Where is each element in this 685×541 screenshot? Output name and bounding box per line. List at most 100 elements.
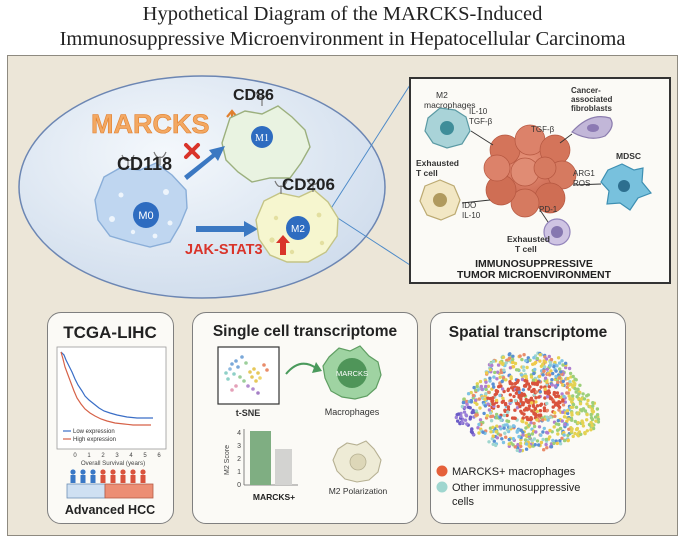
spatial-spot (529, 375, 534, 379)
spatial-spot (550, 383, 554, 387)
spatial-spot (551, 371, 555, 376)
spatial-spot (486, 402, 490, 406)
jak-stat3-up-arrow (276, 235, 290, 255)
spatial-spot (515, 402, 519, 406)
exhausted-left-label-2: T cell (416, 168, 438, 178)
y-tick-4: 4 (237, 430, 241, 437)
tsne-label: t-SNE (236, 408, 261, 418)
spatial-spot (558, 439, 562, 443)
spatial-spot (492, 385, 496, 389)
spatial-spot (549, 369, 553, 373)
other-bar (275, 449, 292, 485)
km-plot-frame (56, 346, 167, 450)
m1-nucleus (251, 126, 273, 148)
spatial-spot (527, 404, 532, 408)
spatial-spot (545, 430, 549, 435)
caf-tgfb-label: TGF-β (531, 125, 555, 134)
legend-other-label-2: cells (452, 496, 475, 508)
m0-label: M0 (138, 210, 153, 222)
arg1-label: ARG1 (573, 169, 595, 178)
spatial-spot (521, 403, 525, 407)
spatial-spot (520, 377, 525, 382)
spatial-spot (484, 384, 488, 389)
spatial-spot (495, 377, 499, 381)
spatial-spot (567, 388, 572, 392)
spatial-spot (505, 358, 509, 362)
spatial-spot (542, 369, 546, 373)
spatial-spot (581, 424, 586, 428)
spatial-spot (562, 433, 566, 437)
spatial-spot (519, 428, 523, 432)
spatial-spot (469, 430, 474, 434)
spatial-spot (571, 394, 575, 398)
spatial-spot (524, 399, 529, 403)
spatial-spot (555, 428, 560, 432)
spatial-spot (556, 394, 561, 398)
spatial-spot (543, 396, 547, 400)
spatial-spot (535, 418, 539, 422)
m2-nucleus (286, 216, 310, 240)
spatial-spot (509, 398, 513, 403)
spatial-spot (562, 415, 567, 419)
spatial-spot (494, 398, 499, 403)
spatial-spot (577, 392, 581, 396)
km-x-tick-5: 5 (143, 453, 147, 459)
spatial-spot (514, 391, 519, 395)
exhausted-bottom-label-1: Exhausted (507, 234, 550, 244)
spatial-spot (545, 395, 550, 399)
spatial-spot (491, 382, 495, 386)
spatial-spot (488, 379, 492, 383)
spatial-spot (496, 363, 501, 367)
spatial-spot (542, 365, 547, 369)
spatial-spot (463, 405, 467, 410)
spatial-spot (548, 415, 553, 419)
spatial-spot (565, 409, 570, 413)
spatial-spot (488, 368, 493, 372)
spatial-spot (477, 422, 481, 427)
spatial-spot (503, 423, 507, 427)
spatial-spot (521, 365, 526, 369)
spatial-spot (468, 415, 473, 419)
spatial-spot (518, 404, 522, 409)
spatial-spot (595, 413, 600, 417)
spatial-spot (486, 390, 491, 394)
spatial-spot (585, 418, 589, 422)
spatial-spot (504, 361, 508, 365)
marcks-label: MARCKS (91, 109, 210, 139)
spatial-spot (478, 418, 483, 422)
spatial-spot (474, 388, 478, 392)
spatial-spot (549, 357, 554, 362)
spatial-spot (539, 385, 543, 389)
spatial-spot (525, 415, 529, 420)
spatial-spot (462, 397, 466, 401)
spatial-spot (596, 417, 601, 421)
spatial-spot (555, 441, 559, 446)
high-group-bar (104, 483, 154, 499)
marcks-plus-bar-label: MARCKS+ (253, 492, 295, 502)
spatial-spot (464, 414, 469, 418)
spatial-spot (527, 423, 531, 427)
blocked-x-icon (184, 143, 200, 159)
spatial-spot (560, 436, 564, 440)
spatial-spot (536, 380, 540, 384)
spatial-spot (500, 387, 505, 391)
spatial-spot (504, 378, 508, 382)
tsne-frame (217, 346, 280, 405)
legend-marcks-label: MARCKS+ macrophages (452, 466, 576, 478)
spatial-spot (495, 424, 499, 428)
spatial-spot (485, 371, 489, 375)
spatial-spot (590, 408, 594, 413)
spatial-spot (492, 375, 496, 379)
spatial-spot (553, 384, 557, 388)
spatial-spot (518, 354, 522, 358)
spatial-spot (471, 408, 475, 413)
spatial-spot (537, 395, 541, 399)
caf-label-2: associated (571, 95, 612, 104)
spatial-spot (498, 393, 502, 398)
spatial-spot (511, 424, 516, 428)
spatial-spot (499, 370, 504, 375)
spatial-spot (589, 412, 593, 417)
spatial-spot (551, 405, 555, 409)
spatial-spot (468, 406, 472, 410)
tme-arrow-caf (559, 133, 573, 144)
